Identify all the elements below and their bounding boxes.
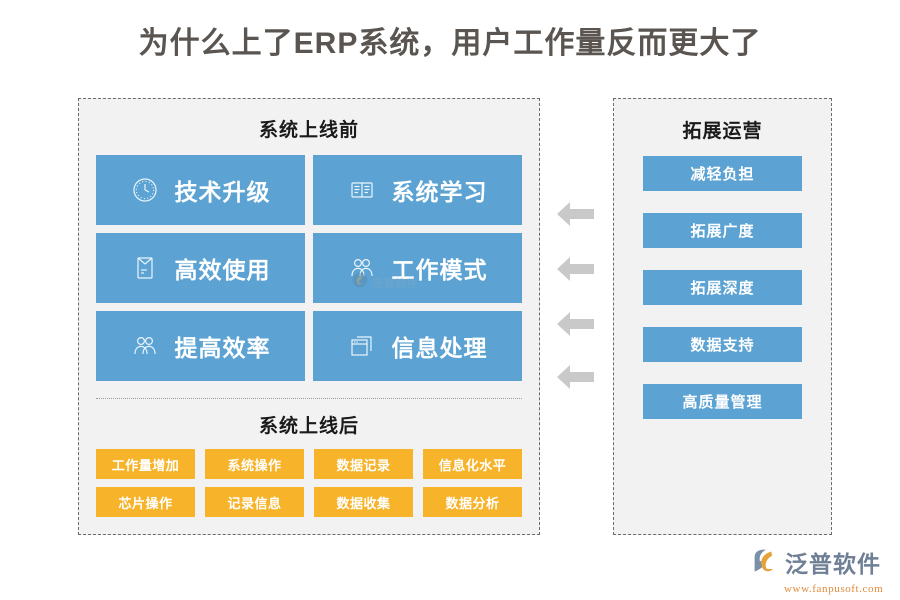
card-efficient-use[interactable]: 高效使用 bbox=[96, 233, 305, 303]
fanpu-logo-icon bbox=[752, 548, 780, 581]
card-label: 工作模式 bbox=[391, 257, 488, 283]
book-icon bbox=[348, 176, 376, 204]
brand-logo: 泛普软件 www.fanpusoft.com bbox=[752, 548, 883, 595]
expansion-operations-list: 减轻负担 拓展广度 拓展深度 数据支持 高质量管理 bbox=[643, 156, 802, 419]
expansion-operations-panel: 拓展运营 减轻负担 拓展广度 拓展深度 数据支持 高质量管理 bbox=[613, 98, 832, 535]
card-information-processing[interactable]: 信息处理 bbox=[313, 311, 522, 381]
bar-expand-breadth[interactable]: 拓展广度 bbox=[643, 213, 802, 248]
chip-data-collection[interactable]: 数据收集 bbox=[314, 487, 413, 517]
chip-data-record[interactable]: 数据记录 bbox=[314, 449, 413, 479]
chip-informatization-level[interactable]: 信息化水平 bbox=[423, 449, 522, 479]
card-label: 技术升级 bbox=[174, 179, 271, 205]
clock-icon bbox=[131, 176, 159, 204]
chip-record-information[interactable]: 记录信息 bbox=[205, 487, 304, 517]
card-label: 系统学习 bbox=[391, 179, 488, 205]
arrow-left-icon bbox=[556, 199, 596, 229]
after-golive-chip-grid: 工作量增加 系统操作 数据记录 信息化水平 芯片操作 记录信息 数据收集 数据分… bbox=[96, 449, 522, 517]
bar-high-quality-management[interactable]: 高质量管理 bbox=[643, 384, 802, 419]
chip-system-operation[interactable]: 系统操作 bbox=[205, 449, 304, 479]
card-improve-efficiency[interactable]: 提高效率 bbox=[96, 311, 305, 381]
section-divider bbox=[96, 398, 522, 399]
card-label: 提高效率 bbox=[174, 335, 271, 361]
after-golive-heading: 系统上线后 bbox=[258, 416, 359, 437]
before-golive-card-grid: 技术升级 系统学习 bbox=[96, 155, 522, 381]
brand-url: www.fanpusoft.com bbox=[784, 583, 884, 595]
card-system-learning[interactable]: 系统学习 bbox=[313, 155, 522, 225]
card-label: 高效使用 bbox=[174, 257, 271, 283]
brand-name: 泛普软件 bbox=[785, 551, 881, 577]
arrow-left-icon bbox=[556, 254, 596, 284]
bar-data-support[interactable]: 数据支持 bbox=[643, 327, 802, 362]
people-icon bbox=[348, 254, 376, 282]
bar-expand-depth[interactable]: 拓展深度 bbox=[643, 270, 802, 305]
brand-row: 泛普软件 bbox=[752, 548, 881, 581]
expansion-operations-heading: 拓展运营 bbox=[682, 121, 763, 142]
before-golive-panel: 系统上线前 技术升级 bbox=[78, 98, 540, 535]
people-icon bbox=[131, 332, 159, 360]
bar-reduce-burden[interactable]: 减轻负担 bbox=[643, 156, 802, 191]
envelope-icon bbox=[131, 254, 159, 282]
page-title: 为什么上了ERP系统，用户工作量反而更大了 bbox=[138, 27, 762, 60]
card-work-mode[interactable]: 工作模式 bbox=[313, 233, 522, 303]
card-technical-upgrade[interactable]: 技术升级 bbox=[96, 155, 305, 225]
before-golive-heading: 系统上线前 bbox=[258, 120, 359, 141]
chip-workload-increase[interactable]: 工作量增加 bbox=[96, 449, 195, 479]
card-label: 信息处理 bbox=[391, 335, 488, 361]
arrow-left-icon bbox=[556, 309, 596, 339]
chip-chip-operation[interactable]: 芯片操作 bbox=[96, 487, 195, 517]
window-layers-icon bbox=[348, 332, 376, 360]
arrow-left-icon bbox=[556, 362, 596, 392]
chip-data-analysis[interactable]: 数据分析 bbox=[423, 487, 522, 517]
